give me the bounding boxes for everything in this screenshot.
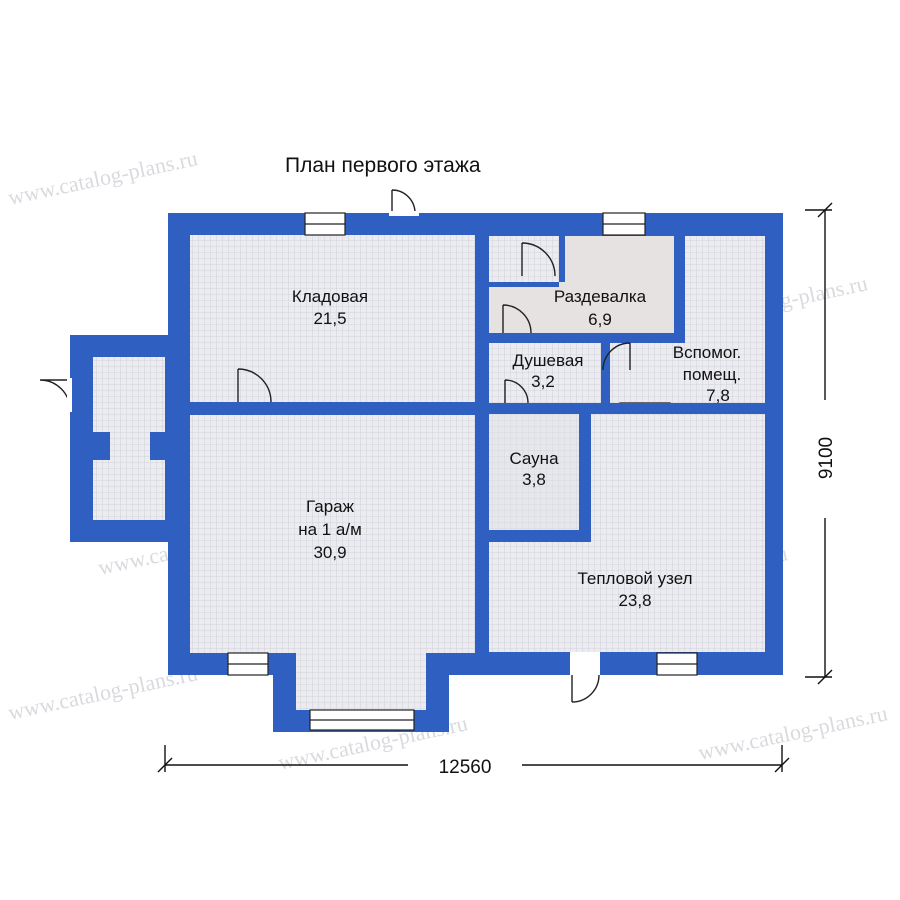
annex-room-bottom <box>93 460 165 520</box>
windows <box>227 212 698 731</box>
label-sauna-area: 3,8 <box>522 470 546 489</box>
label-garage-name: Гараж <box>306 497 355 516</box>
sauna-walls <box>489 414 591 542</box>
label-utility-name2: помещ. <box>683 365 742 384</box>
label-storage-name: Кладовая <box>292 287 368 306</box>
label-garage-area: 30,9 <box>313 543 346 562</box>
door-storage-garage <box>237 368 272 403</box>
label-utility-area: 7,8 <box>706 386 730 405</box>
door-annex-side <box>39 379 71 411</box>
label-shower-area: 3,2 <box>531 372 555 391</box>
annex-room-mid <box>110 432 150 460</box>
label-sauna-name: Сауна <box>509 449 559 468</box>
dimension-width <box>157 745 790 773</box>
door-boiler-exit <box>571 674 600 703</box>
dimension-height-label: 9100 <box>816 437 837 479</box>
dimension-height <box>805 202 833 685</box>
label-shower-name: Душевая <box>513 351 584 370</box>
partitions <box>190 235 765 653</box>
watermark-text: www.catalog-plans.ru <box>696 700 890 765</box>
doors <box>39 189 631 703</box>
room-sauna-grid <box>489 414 579 530</box>
room-labels: Кладовая 21,5 Раздевалка 6,9 Душевая 3,2… <box>292 287 741 610</box>
plan-title: План первого этажа <box>285 154 481 177</box>
label-utility-name: Вспомог. <box>673 343 742 362</box>
room-garage <box>190 415 475 653</box>
room-shower <box>489 343 601 403</box>
dimension-width-label: 12560 <box>439 757 492 778</box>
label-boiler-area: 23,8 <box>618 591 651 610</box>
door-utility <box>602 342 631 371</box>
door-shower-bottom <box>504 379 529 404</box>
label-changing-area: 6,9 <box>588 310 612 329</box>
room-garage-bay <box>296 650 426 710</box>
door-entry-top <box>391 189 416 214</box>
label-storage-area: 21,5 <box>313 309 346 328</box>
rooms <box>93 235 765 710</box>
door-changing <box>521 242 556 277</box>
label-boiler-name: Тепловой узел <box>577 569 692 588</box>
door-shower-top <box>502 304 532 334</box>
annex-room-top <box>93 357 165 432</box>
label-changing-name: Раздевалка <box>554 287 647 306</box>
label-garage-name2: на 1 а/м <box>298 520 362 539</box>
room-utility-lower <box>610 343 765 406</box>
watermark-text: www.catalog-plans.ru <box>6 145 200 210</box>
